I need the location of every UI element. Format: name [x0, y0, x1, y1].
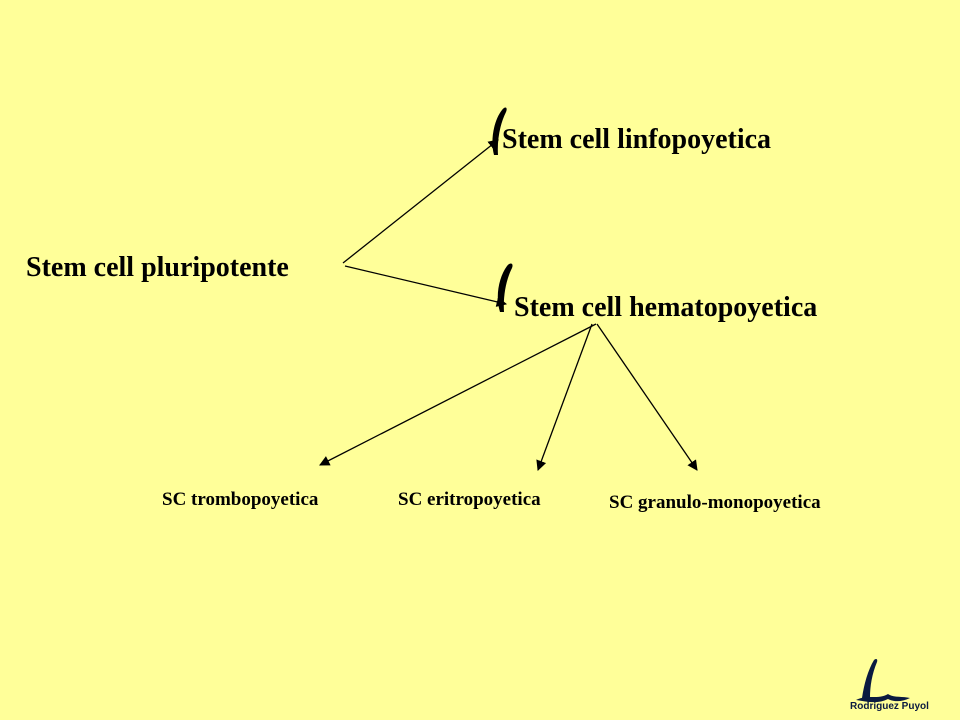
arrow-hemato-to-eritro [536, 323, 593, 471]
node-sc-granulo-monopoyetica: SC granulo-monopoyetica [609, 492, 821, 513]
brace-mark-linfo [492, 107, 507, 155]
node-stem-cell-pluripotente: Stem cell pluripotente [26, 252, 289, 283]
arrow-root-to-hemato [344, 265, 508, 307]
arrow-root-to-linfo [342, 139, 499, 264]
node-stem-cell-linfopoyetica: Stem cell linfopoyetica [502, 124, 772, 155]
arrow-hemato-to-trombo [319, 323, 597, 466]
author-logo-text: Rodríguez Puyol [850, 701, 929, 712]
node-stem-cell-hematopoyetica: Stem cell hematopoyetica [514, 292, 818, 323]
brace-mark-hemato [497, 263, 513, 312]
node-sc-trombopoyetica: SC trombopoyetica [162, 489, 319, 510]
arrow-hemato-to-granulo [596, 323, 698, 471]
author-logo-icon [856, 658, 910, 703]
node-sc-eritropoyetica: SC eritropoyetica [398, 489, 541, 510]
